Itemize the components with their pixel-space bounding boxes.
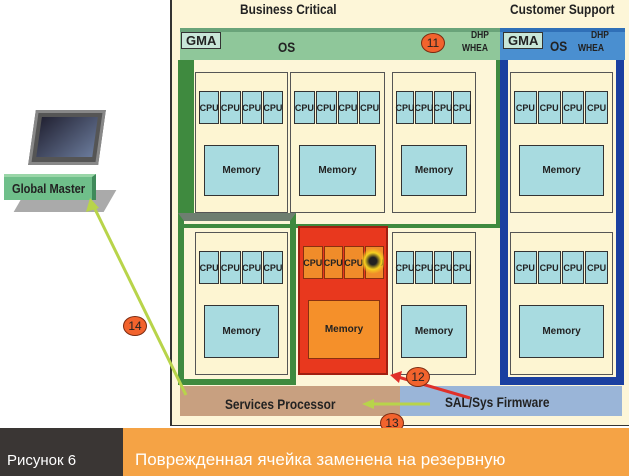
dhp-label: DHP [471, 30, 489, 41]
cpu: CPU [294, 91, 315, 124]
cpu: CPU [262, 91, 283, 124]
cpu: CPU [220, 91, 241, 124]
memory: Memory [308, 300, 380, 359]
cpu: CPU [561, 251, 585, 284]
caption-text: Поврежденная ячейка заменена на резервну… [135, 450, 506, 469]
firmware-bar [400, 386, 622, 416]
cpu: CPU [434, 251, 453, 284]
memory: Memory [204, 305, 279, 358]
gma-label-support: GMA [503, 32, 544, 49]
cpu: CPU [514, 251, 537, 284]
cpu: CPU [453, 251, 472, 284]
marker-14: 14 [123, 316, 147, 336]
memory: Memory [519, 305, 604, 358]
arrow-head-14 [86, 198, 99, 212]
memory: Memory [401, 145, 467, 196]
global-master-box [4, 174, 96, 200]
gma-label: GMA [181, 32, 222, 49]
dhp-label-support: DHP [591, 30, 609, 41]
cpu: CPU [585, 251, 608, 284]
memory: Memory [401, 305, 467, 358]
cpu: CPU [415, 91, 434, 124]
cpu: CPU [359, 91, 380, 124]
cpu: CPU [585, 91, 608, 124]
memory: Memory [299, 145, 376, 196]
memory: Memory [204, 145, 279, 196]
whea-label: WHEA [462, 43, 488, 54]
failure-burst-icon [362, 246, 384, 276]
os-label: OS [278, 39, 296, 55]
cpu: CPU [337, 91, 359, 124]
cpu: CPU [323, 246, 343, 279]
services-processor-label: Services Processor [225, 396, 336, 412]
cpu: CPU [220, 251, 241, 284]
business-os-bar [180, 28, 502, 60]
marker-11: 11 [421, 33, 445, 53]
cpu: CPU [199, 251, 220, 284]
global-master-label: Global Master [12, 181, 86, 196]
cpu: CPU [303, 246, 323, 279]
customer-support-title: Customer Support [510, 1, 615, 17]
support-partition-frame [500, 60, 624, 385]
cpu: CPU [434, 91, 453, 124]
firmware-label: SAL/Sys Firmware [445, 394, 550, 410]
caption-text-bg [123, 428, 629, 476]
memory: Memory [519, 145, 604, 196]
cpu: CPU [415, 251, 434, 284]
cpu: CPU [514, 91, 537, 124]
cpu: CPU [453, 91, 472, 124]
whea-label-support: WHEA [578, 43, 604, 54]
caption-figure-bg [0, 428, 123, 476]
cpu: CPU [537, 251, 561, 284]
cpu: CPU [315, 91, 337, 124]
cpu: CPU [396, 251, 415, 284]
cpu: CPU [241, 251, 262, 284]
business-critical-title: Business Critical [240, 1, 337, 17]
cpu: CPU [241, 91, 262, 124]
services-processor-bar [180, 386, 400, 416]
cpu: CPU [396, 91, 415, 124]
caption-figure: Рисунок 6 [7, 452, 77, 469]
cpu: CPU [199, 91, 220, 124]
cpu: CPU [561, 91, 585, 124]
os-label-support: OS [550, 38, 568, 54]
link-global-master [91, 204, 188, 396]
cpu: CPU [262, 251, 283, 284]
marker-12: 12 [406, 367, 430, 387]
lower-partition-frame [178, 213, 296, 385]
cpu: CPU [537, 91, 561, 124]
